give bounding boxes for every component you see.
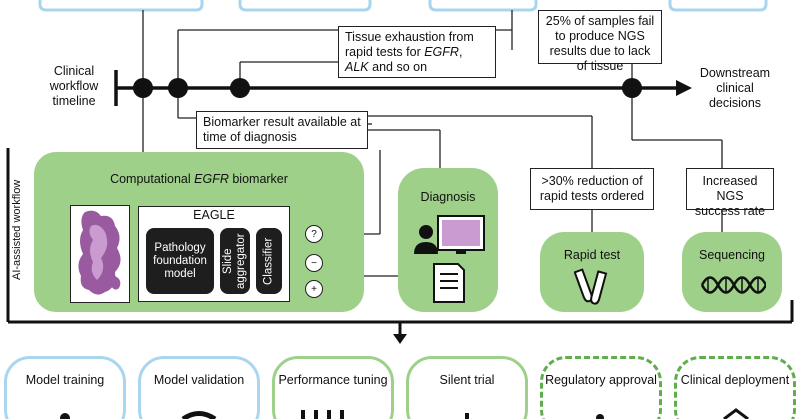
top-stage-box-1 (38, 0, 204, 12)
slide-aggregator-block: Slide aggregator (220, 228, 250, 294)
timeline-end-label: Downstream clinical decisions (699, 66, 771, 110)
training-gear-icon (60, 413, 70, 419)
timeline-label: Clinical workflow timeline (49, 64, 99, 108)
stage-performance-tuning: Performance tuning (272, 356, 394, 419)
silent-trial-icon (465, 413, 469, 419)
callout-tissue-exhaustion: Tissue exhaustion from rapid tests for E… (338, 26, 496, 78)
timeline-node-2 (168, 78, 188, 98)
ai-workflow-label: AI-assisted workflow (11, 179, 23, 281)
top-stage-box-3 (428, 0, 538, 12)
tissue-image (78, 210, 121, 295)
stage-icons-row (60, 408, 749, 419)
classifier-block: Classifier (256, 228, 282, 294)
timeline-node-1 (133, 78, 153, 98)
validation-target-icon (181, 411, 217, 419)
diagnosis-title: Diagnosis (420, 190, 476, 204)
timeline-node-4 (622, 78, 642, 98)
diagnosis-icon (414, 215, 485, 303)
callout-ngs-fail: 25% of samples fail to produce NGS resul… (538, 10, 662, 73)
deployment-icon (723, 408, 749, 419)
timeline-arrowhead (676, 80, 692, 96)
rapid-test-title: Rapid test (563, 248, 621, 262)
top-stage-box-4 (668, 0, 768, 12)
timeline-node-3 (230, 78, 250, 98)
top-stage-box-2 (238, 0, 372, 12)
outcome-negative-icon: − (305, 254, 323, 272)
slide-thumbnail (70, 205, 130, 303)
stage-model-training: Model training (4, 356, 126, 419)
callout-rapid-reduction: >30% reduction of rapid tests ordered (530, 168, 654, 210)
outcome-positive-icon: + (305, 280, 323, 298)
pathology-model-block: Pathology foundation model (146, 228, 214, 294)
stage-clinical-deployment: Clinical deployment (674, 356, 796, 419)
eagle-title: EAGLE (193, 208, 235, 222)
stage-model-validation: Model validation (138, 356, 260, 419)
callout-ngs-success: Increased NGS success rate (686, 168, 774, 218)
sequencing-title: Sequencing (698, 248, 766, 262)
outcome-uncertain-icon: ? (305, 225, 323, 243)
approval-icon (596, 414, 604, 419)
stage-regulatory-approval: Regulatory approval (540, 356, 662, 419)
biomarker-panel-title: Computational EGFR biomarker (110, 172, 288, 186)
sequencing-panel (682, 232, 782, 312)
stage-silent-trial: Silent trial (406, 356, 528, 419)
dna-helix-icon (700, 276, 766, 294)
test-tubes-icon (574, 268, 608, 305)
callout-biomarker-available: Biomarker result available at time of di… (196, 111, 368, 149)
